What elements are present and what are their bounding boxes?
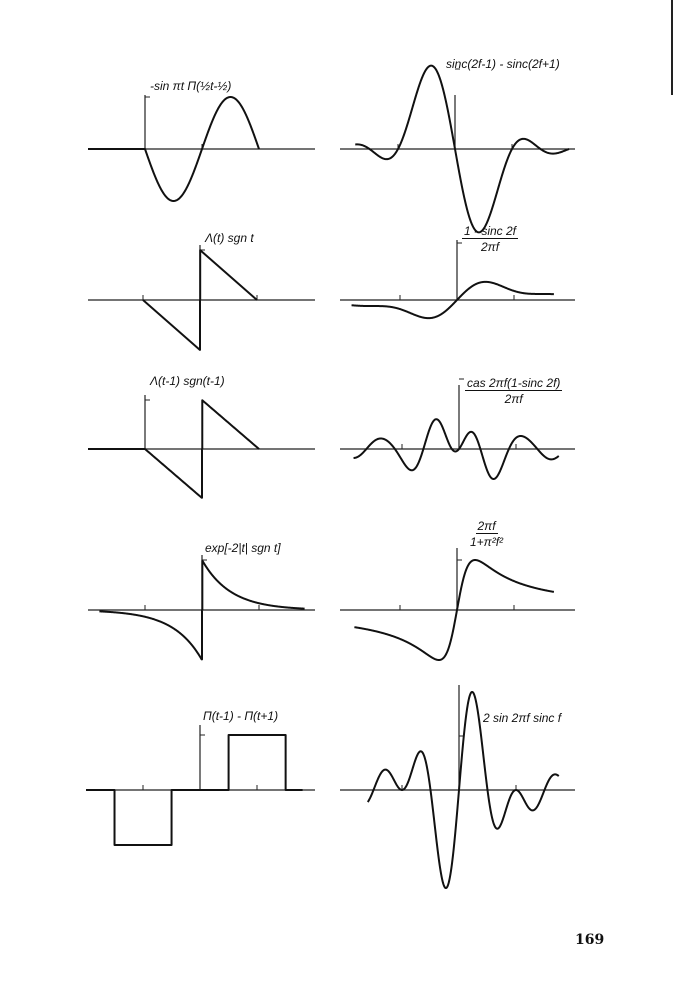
page-number: 169 — [575, 932, 605, 948]
curve-l1 — [87, 96, 260, 202]
label-l4: exp[-2|t| sgn t] — [205, 541, 281, 555]
label-l1: -sin πt Π(½t-½) — [150, 79, 232, 93]
label-r2-num: 1 - sinc 2f — [462, 224, 519, 239]
label-l2: Λ(t) sgn t — [205, 231, 254, 245]
label-r3-num: cas 2πf(1-sinc 2f) — [465, 376, 563, 391]
curve-l3 — [87, 399, 260, 499]
label-r4-den: 1+π²f² — [470, 535, 504, 549]
curve-l5 — [85, 734, 304, 846]
curve-r1 — [354, 64, 570, 234]
label-r4-num: 2πf — [475, 519, 498, 534]
curve-l4 — [98, 559, 306, 661]
curve-l2 — [142, 249, 258, 351]
label-r3: cas 2πf(1-sinc 2f)2πf — [465, 376, 563, 406]
label-r1: sinc(2f-1) - sinc(2f+1) — [446, 57, 560, 71]
label-l5: Π(t-1) - Π(t+1) — [203, 709, 279, 723]
label-r2-den: 2πf — [480, 240, 500, 254]
curve-r5 — [366, 690, 560, 890]
curve-r4 — [353, 559, 555, 661]
label-l3: Λ(t-1) sgn(t-1) — [150, 374, 225, 388]
page-edge-line — [671, 0, 673, 95]
curve-r3 — [352, 418, 560, 480]
label-r5: 2 sin 2πf sinc f — [483, 711, 562, 725]
label-r3-den: 2πf — [504, 392, 523, 406]
curve-r2 — [350, 280, 555, 320]
